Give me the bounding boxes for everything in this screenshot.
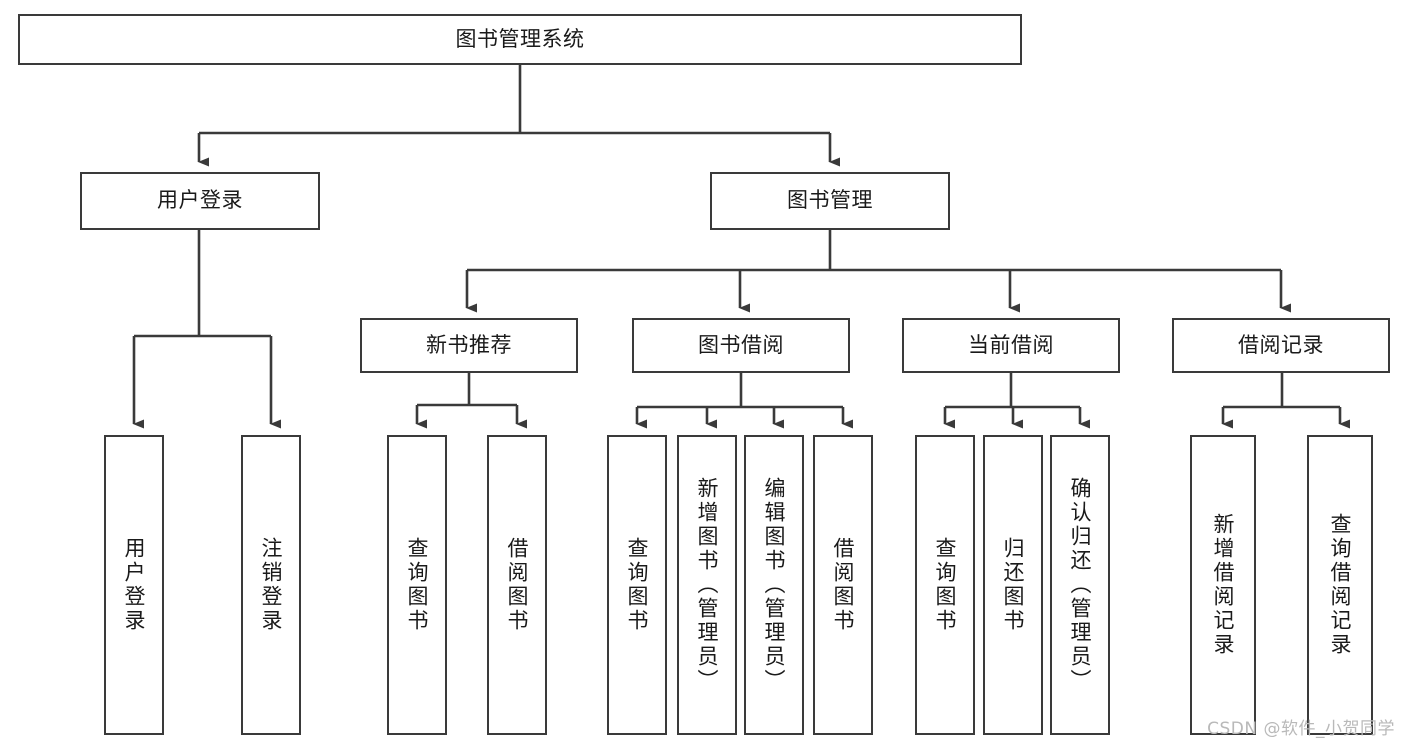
leaf-label: 编辑图书（管理员）: [762, 477, 787, 693]
leaf-label: 查询图书: [625, 537, 650, 633]
leaf-label: 借阅图书: [831, 537, 856, 633]
node-current-borrow[interactable]: 当前借阅: [902, 318, 1120, 373]
leaf-label: 注销登录: [259, 537, 284, 633]
node-new-book-recommend-label: 新书推荐: [426, 332, 512, 357]
node-current-borrow-label: 当前借阅: [968, 332, 1054, 357]
leaf-return-books[interactable]: 归还图书: [983, 435, 1043, 735]
csdn-watermark: CSDN @软件_小贺同学: [1207, 719, 1395, 739]
leaf-query-books-bb[interactable]: 查询图书: [607, 435, 667, 735]
node-book-borrow[interactable]: 图书借阅: [632, 318, 850, 373]
leaf-label: 查询图书: [405, 537, 430, 633]
leaf-label: 新增借阅记录: [1211, 513, 1236, 657]
leaf-label: 查询借阅记录: [1328, 513, 1353, 657]
node-borrow-record-label: 借阅记录: [1238, 332, 1324, 357]
leaf-borrow-books-nbr[interactable]: 借阅图书: [487, 435, 547, 735]
leaf-query-books-cb[interactable]: 查询图书: [915, 435, 975, 735]
node-root[interactable]: 图书管理系统: [18, 14, 1022, 65]
leaf-add-book-admin[interactable]: 新增图书（管理员）: [677, 435, 737, 735]
leaf-label: 借阅图书: [505, 537, 530, 633]
leaf-confirm-return-admin[interactable]: 确认归还（管理员）: [1050, 435, 1110, 735]
node-user-login[interactable]: 用户登录: [80, 172, 320, 230]
leaf-label: 查询图书: [933, 537, 958, 633]
leaf-add-borrow-record[interactable]: 新增借阅记录: [1190, 435, 1256, 735]
leaf-label: 新增图书（管理员）: [695, 477, 720, 693]
node-user-login-label: 用户登录: [157, 188, 243, 213]
leaf-user-login[interactable]: 用户登录: [104, 435, 164, 735]
leaf-query-borrow-record[interactable]: 查询借阅记录: [1307, 435, 1373, 735]
leaf-label: 确认归还（管理员）: [1068, 477, 1093, 693]
node-root-label: 图书管理系统: [455, 26, 585, 51]
leaf-borrow-books-bb[interactable]: 借阅图书: [813, 435, 873, 735]
leaf-query-books-nbr[interactable]: 查询图书: [387, 435, 447, 735]
leaf-edit-book-admin[interactable]: 编辑图书（管理员）: [744, 435, 804, 735]
leaf-label: 用户登录: [122, 537, 147, 633]
node-borrow-record[interactable]: 借阅记录: [1172, 318, 1390, 373]
node-book-management[interactable]: 图书管理: [710, 172, 950, 230]
node-book-borrow-label: 图书借阅: [698, 332, 784, 357]
leaf-label: 归还图书: [1001, 537, 1026, 633]
node-new-book-recommend[interactable]: 新书推荐: [360, 318, 578, 373]
node-book-management-label: 图书管理: [787, 188, 873, 213]
leaf-logout[interactable]: 注销登录: [241, 435, 301, 735]
